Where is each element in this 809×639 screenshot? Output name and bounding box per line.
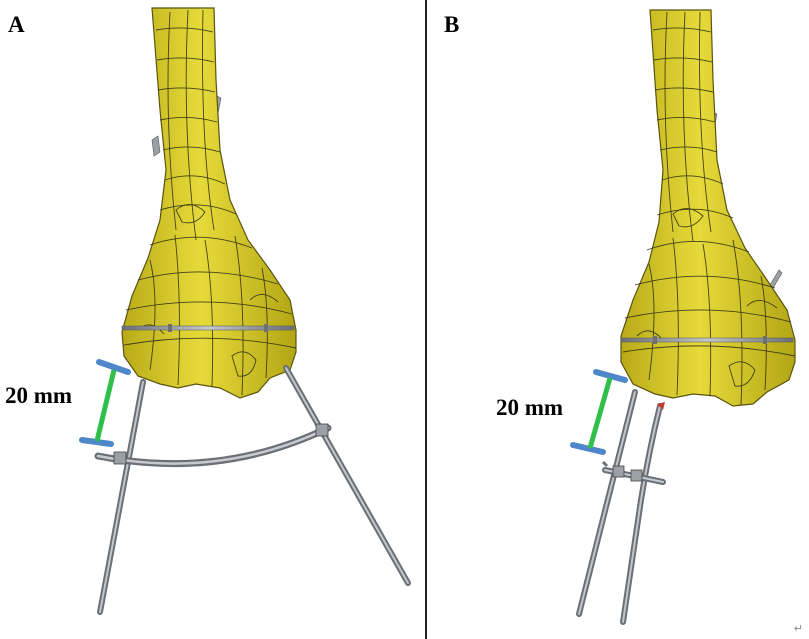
panel-divider [425, 0, 427, 639]
panel-a-label: A [8, 12, 25, 37]
return-mark: ↵ [793, 622, 803, 635]
panel-a-measurement-label: 20 mm [5, 383, 73, 408]
panel-b-measure-bar [587, 377, 613, 449]
panel-a-clamp-lateral [113, 451, 127, 465]
panel-b-humerus [620, 9, 796, 407]
panel-b-medial-rod [620, 402, 665, 625]
panel-b-illustration [570, 9, 796, 625]
panel-a-transverse-wire [121, 324, 295, 332]
panel-a: A 20 mm [5, 7, 411, 615]
panel-b-measure-cap-top [593, 369, 628, 383]
panel-b-connecting-bar [601, 460, 666, 485]
panel-a-humerus [121, 7, 297, 399]
panel-b-lateral-rod [576, 389, 638, 617]
panel-a-measure-cap-top [96, 359, 131, 375]
panel-a-illustration [79, 7, 411, 615]
panel-b-clamp-lateral [612, 465, 625, 478]
panel-a-connecting-bar [94, 423, 332, 468]
panel-a-medial-rod [283, 365, 411, 586]
panel-a-measure-cap-bottom [79, 437, 114, 447]
panel-b-clamp-medial [630, 469, 643, 482]
panel-b-label: B [444, 12, 460, 37]
panel-a-clamp-medial [315, 423, 329, 437]
panel-a-measure-bar [94, 369, 117, 442]
panel-a-measurement-indicator [79, 359, 131, 447]
panel-b-measure-cap-bottom [570, 442, 606, 455]
panel-b-measurement-label: 20 mm [496, 395, 564, 420]
panel-b-transverse-wire [620, 336, 794, 344]
panel-b: B 20 mm ↵ [427, 0, 809, 639]
panel-a-lateral-rod [97, 379, 146, 615]
panel-b-measurement-indicator [570, 369, 628, 455]
